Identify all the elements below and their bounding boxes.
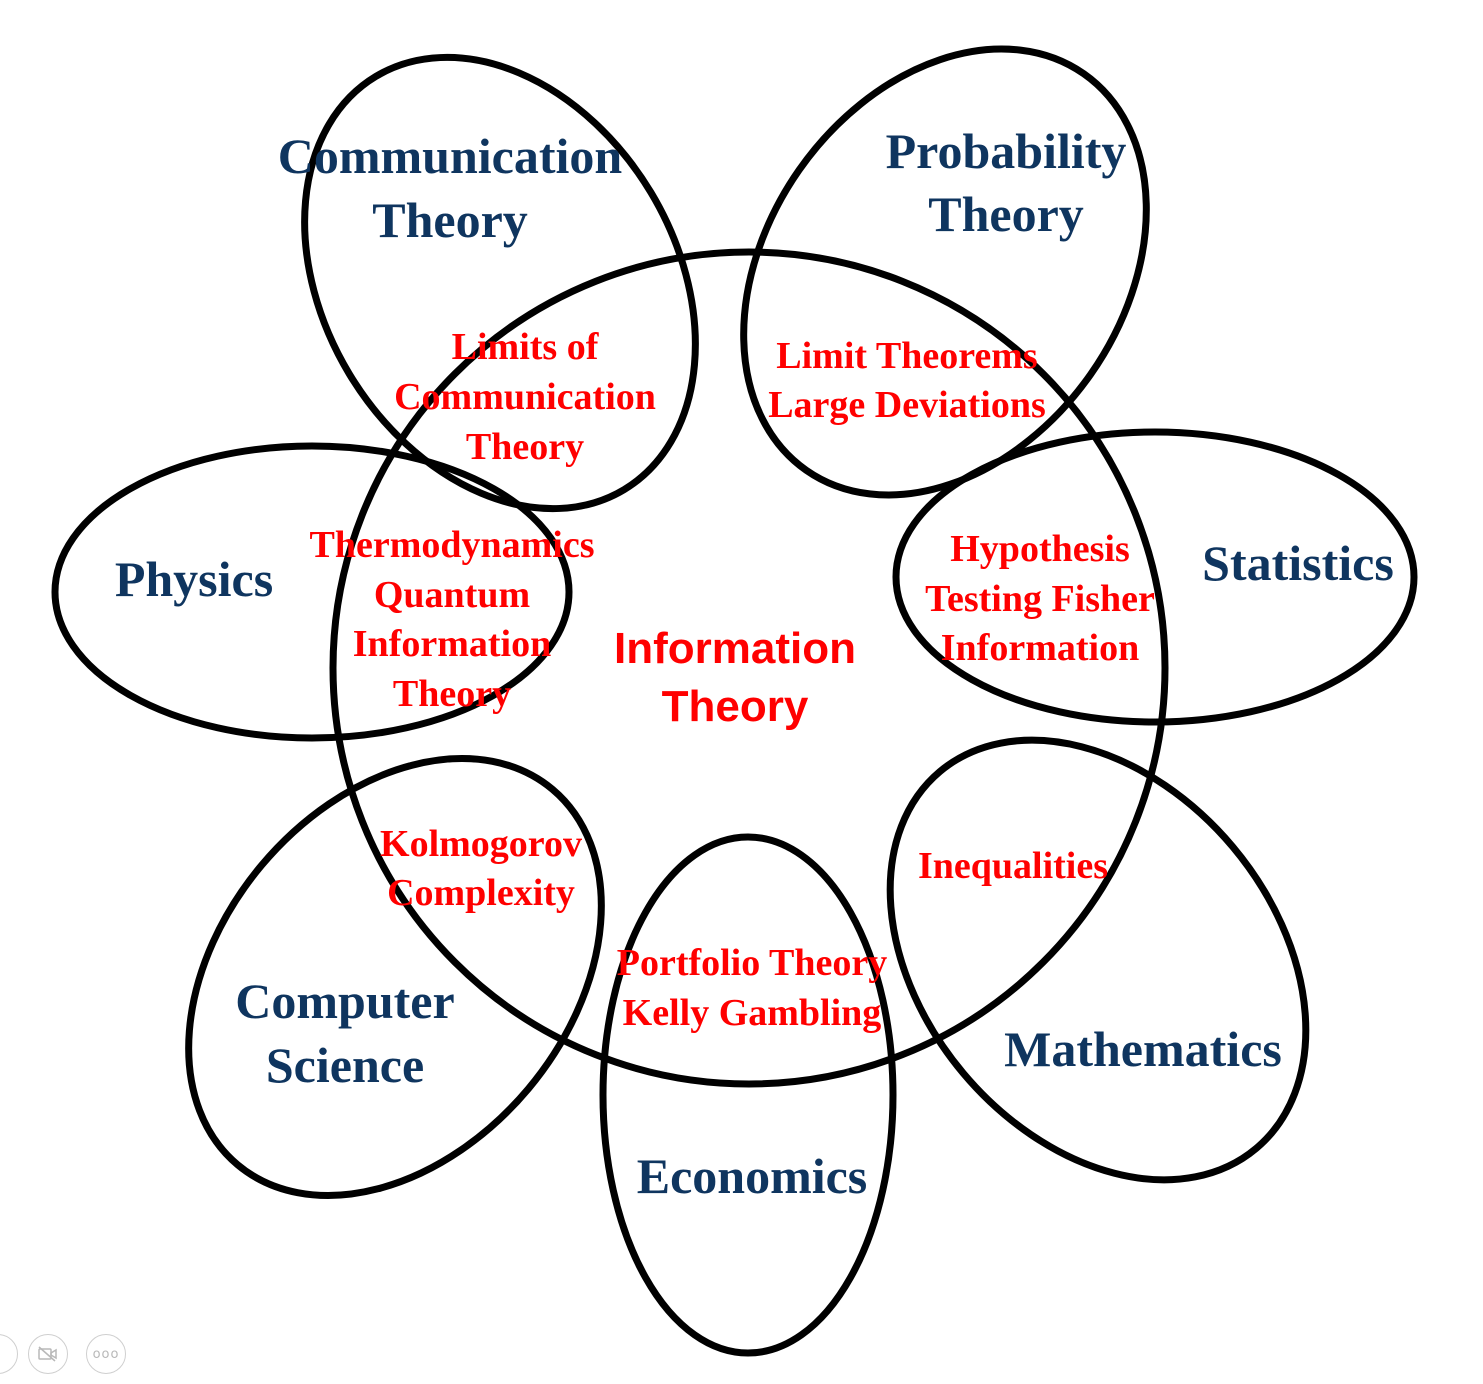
overlap-physics-line2: Quantum (374, 574, 530, 616)
overlap-statistics-line1: Hypothesis (950, 528, 1129, 570)
physics-label: Physics (115, 551, 273, 607)
probability-theory-label-line1: Probability (886, 123, 1127, 179)
communication-theory-label-line2: Theory (372, 192, 528, 248)
mathematics-ellipse (886, 736, 1310, 1184)
overlap-statistics-line2: Testing Fisher (925, 578, 1155, 620)
computer-science-ellipse (185, 755, 605, 1199)
overlap-economics-line1: Portfolio Theory (617, 942, 888, 984)
overlap-physics-line1: Thermodynamics (310, 524, 595, 566)
overlap-mathematics-line1: Inequalities (918, 845, 1108, 887)
communication-theory-label-line1: Communication (278, 128, 623, 184)
physics-ellipse (51, 442, 573, 742)
center-ellipse (329, 248, 1169, 1088)
overlap-communication-line1: Limits of (452, 326, 600, 368)
statistics-label: Statistics (1202, 535, 1394, 591)
probability-theory-ellipse (740, 45, 1150, 499)
statistics-ellipse (892, 428, 1418, 726)
overlap-physics-line3: Information (353, 623, 551, 665)
overlap-communication-line2: Communication (394, 376, 656, 418)
overlap-computer-science-line2: Complexity (387, 872, 575, 914)
computer-science-label-line2: Science (266, 1037, 424, 1093)
center-label-line2: Theory (662, 682, 809, 731)
communication-theory-ellipse (301, 53, 699, 513)
probability-theory-label-line2: Theory (928, 186, 1084, 242)
more-options-button[interactable]: ooo (86, 1334, 126, 1374)
center-label-line1: Information (614, 624, 856, 673)
overlap-probability-line2: Large Deviations (768, 384, 1046, 426)
economics-ellipse (599, 833, 897, 1357)
overlap-statistics-line3: Information (941, 627, 1139, 669)
overlap-physics-line4: Theory (393, 673, 511, 715)
overlap-computer-science-line1: Kolmogorov (380, 823, 582, 865)
video-off-icon (38, 1346, 57, 1362)
video-off-button[interactable] (28, 1334, 68, 1374)
more-dots-icon: ooo (92, 1346, 120, 1362)
overlap-communication-line3: Theory (466, 426, 584, 468)
overlap-economics-line2: Kelly Gambling (623, 992, 882, 1034)
computer-science-label-line1: Computer (235, 973, 454, 1029)
overlap-probability-line1: Limit Theorems (776, 335, 1037, 377)
economics-label: Economics (637, 1148, 868, 1204)
mathematics-label: Mathematics (1004, 1021, 1282, 1077)
